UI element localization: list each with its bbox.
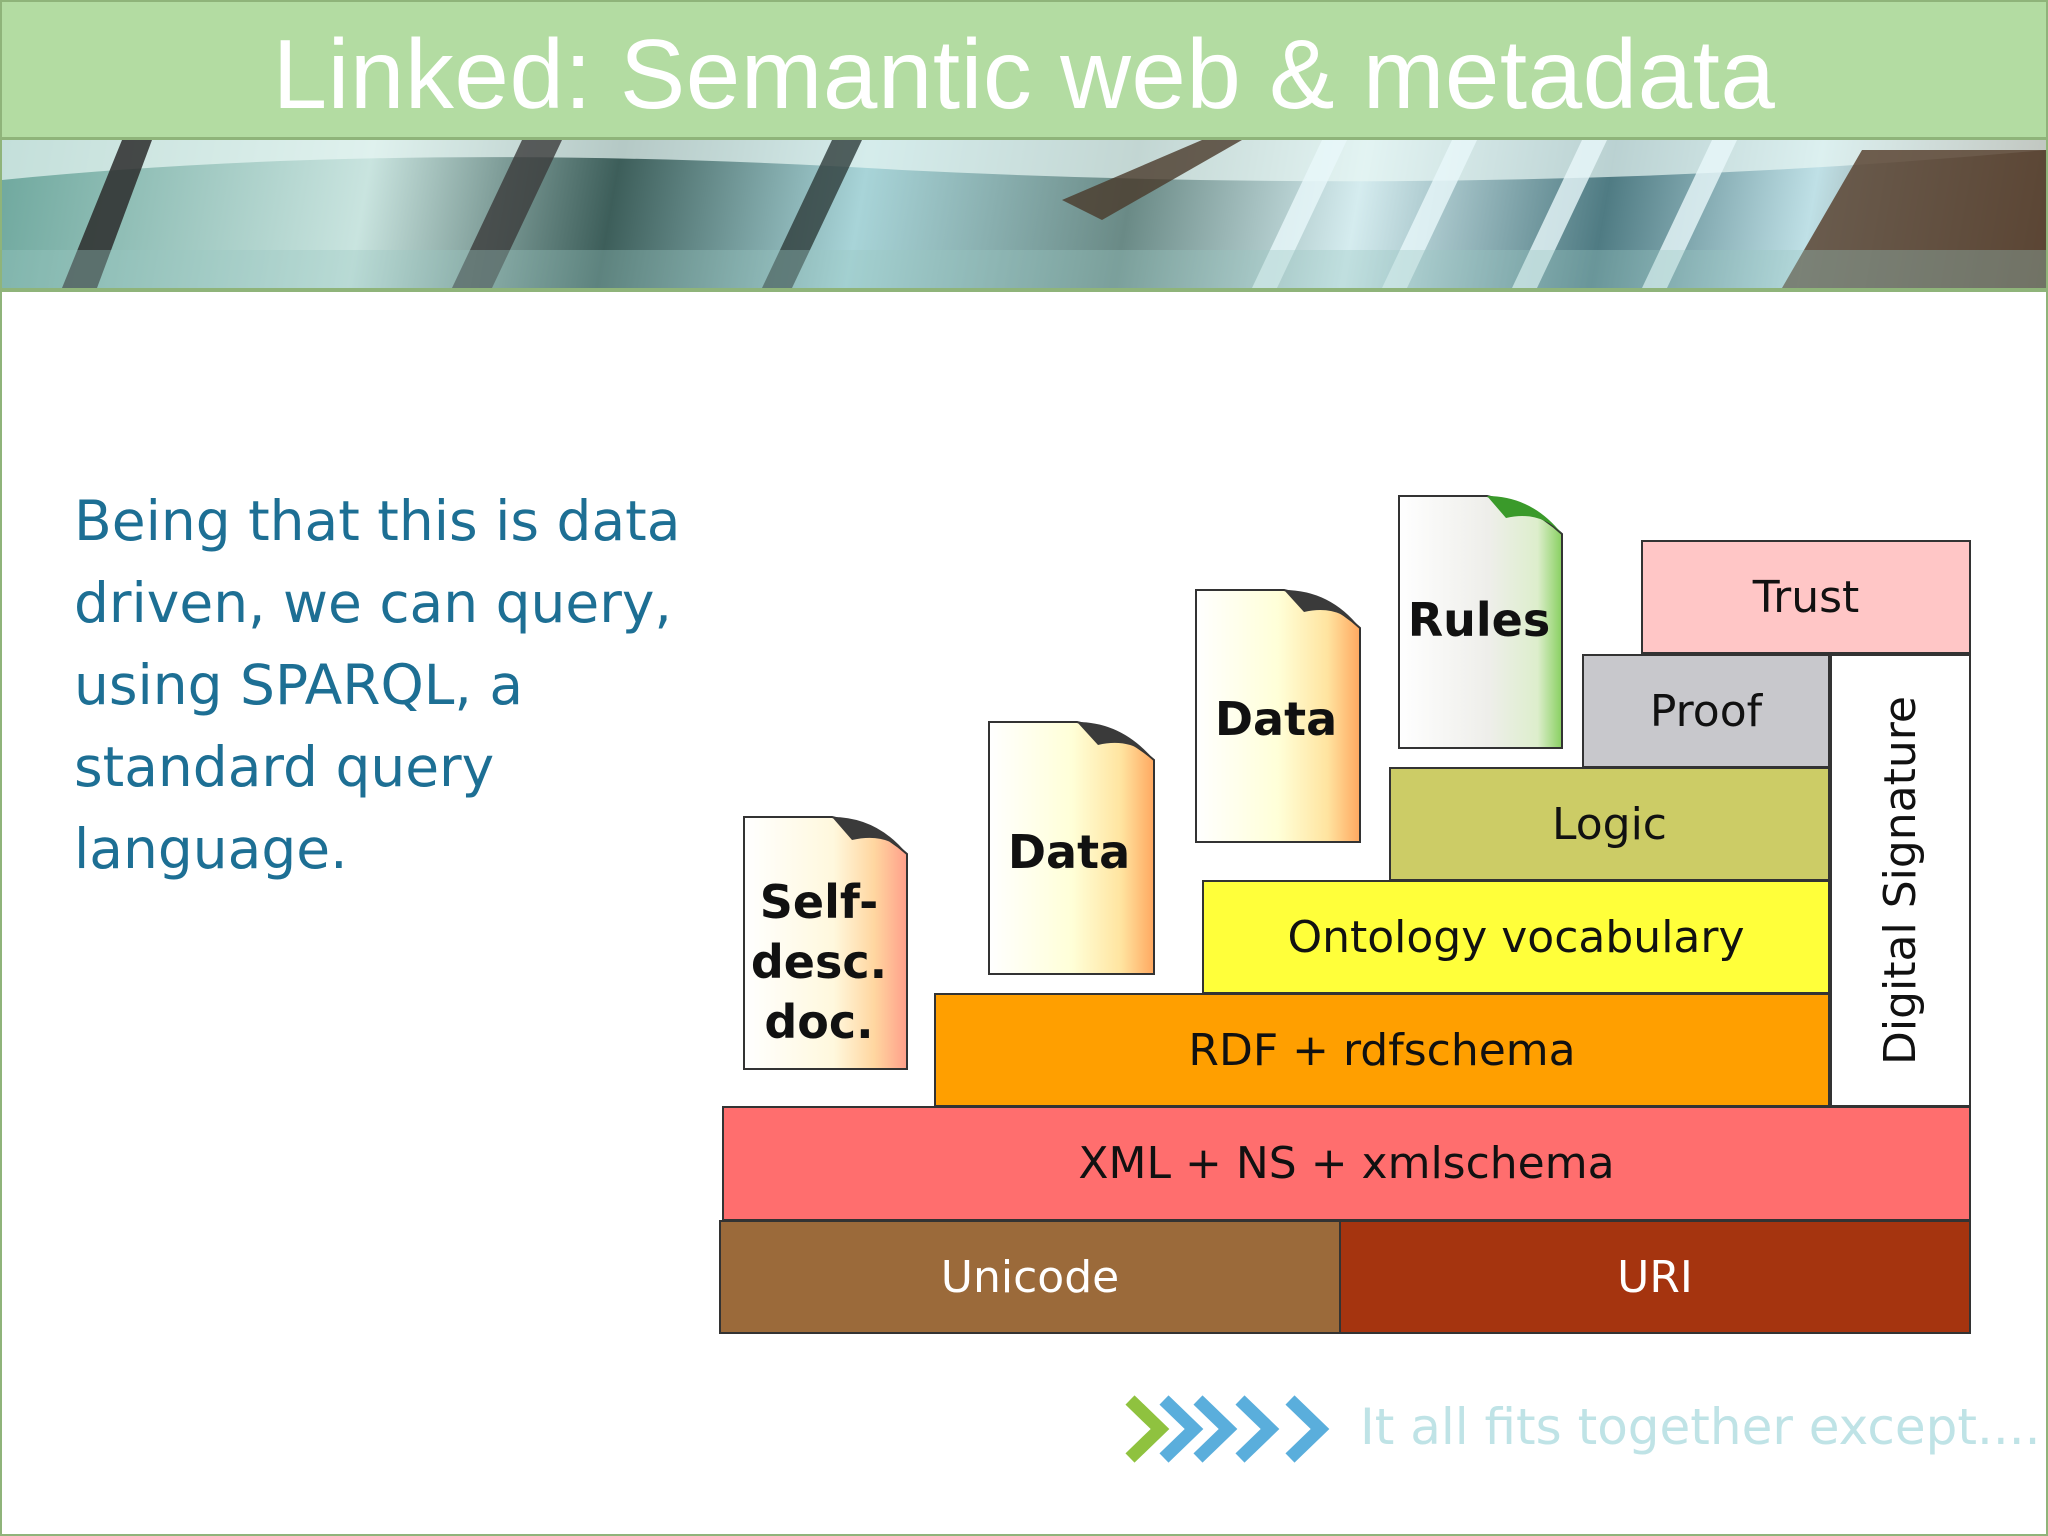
layer-trust: Trust	[1641, 540, 1971, 654]
layer-proof: Proof	[1582, 654, 1830, 768]
layer-uri-label: URI	[1617, 1251, 1693, 1303]
chevron-arrows-icon	[1125, 1395, 1330, 1463]
header-banner-image	[2, 140, 2046, 292]
footer-text: It all fits together except....	[1360, 1398, 2041, 1456]
data-doc-label-1: Data	[1007, 825, 1131, 879]
banner-glass-graphic	[2, 140, 2046, 288]
title-bar: Linked: Semantic web & metadata	[2, 2, 2046, 140]
layer-xml-label: XML + NS + xmlschema	[1078, 1138, 1615, 1189]
self-desc-doc-icon	[743, 816, 908, 1070]
layer-uri: URI	[1339, 1220, 1971, 1334]
layer-logic: Logic	[1389, 767, 1830, 881]
data-doc-icon-1	[988, 721, 1155, 975]
slide-title: Linked: Semantic web & metadata	[272, 19, 1776, 129]
semantic-web-layer-cake: Unicode URI XML + NS + xmlschema RDF + r…	[702, 482, 2002, 1352]
layer-xml: XML + NS + xmlschema	[722, 1106, 1971, 1221]
document-icons	[743, 495, 1563, 1070]
layer-unicode-label: Unicode	[940, 1251, 1120, 1303]
data-doc-label-2: Data	[1214, 692, 1338, 746]
rules-doc-label: Rules	[1407, 593, 1551, 647]
data-doc-icon-2	[1195, 589, 1361, 843]
footer: It all fits together except....	[1122, 1382, 2041, 1463]
layer-logic-label: Logic	[1551, 798, 1667, 850]
layer-digital-signature: Digital Signature	[1830, 654, 1971, 1107]
rules-doc-icon	[1398, 495, 1563, 749]
layer-trust-label: Trust	[1752, 571, 1860, 623]
layer-proof-label: Proof	[1649, 685, 1763, 737]
layer-rdf: RDF + rdfschema	[934, 993, 1830, 1107]
self-desc-doc-label: Self- desc. doc.	[750, 875, 888, 1049]
body-text: Being that this is data driven, we can q…	[74, 489, 681, 881]
layer-rdf-label: RDF + rdfschema	[1188, 1024, 1576, 1076]
layer-ontology: Ontology vocabulary	[1202, 880, 1830, 994]
layer-ontology-label: Ontology vocabulary	[1287, 911, 1745, 963]
layer-unicode: Unicode	[719, 1220, 1341, 1334]
